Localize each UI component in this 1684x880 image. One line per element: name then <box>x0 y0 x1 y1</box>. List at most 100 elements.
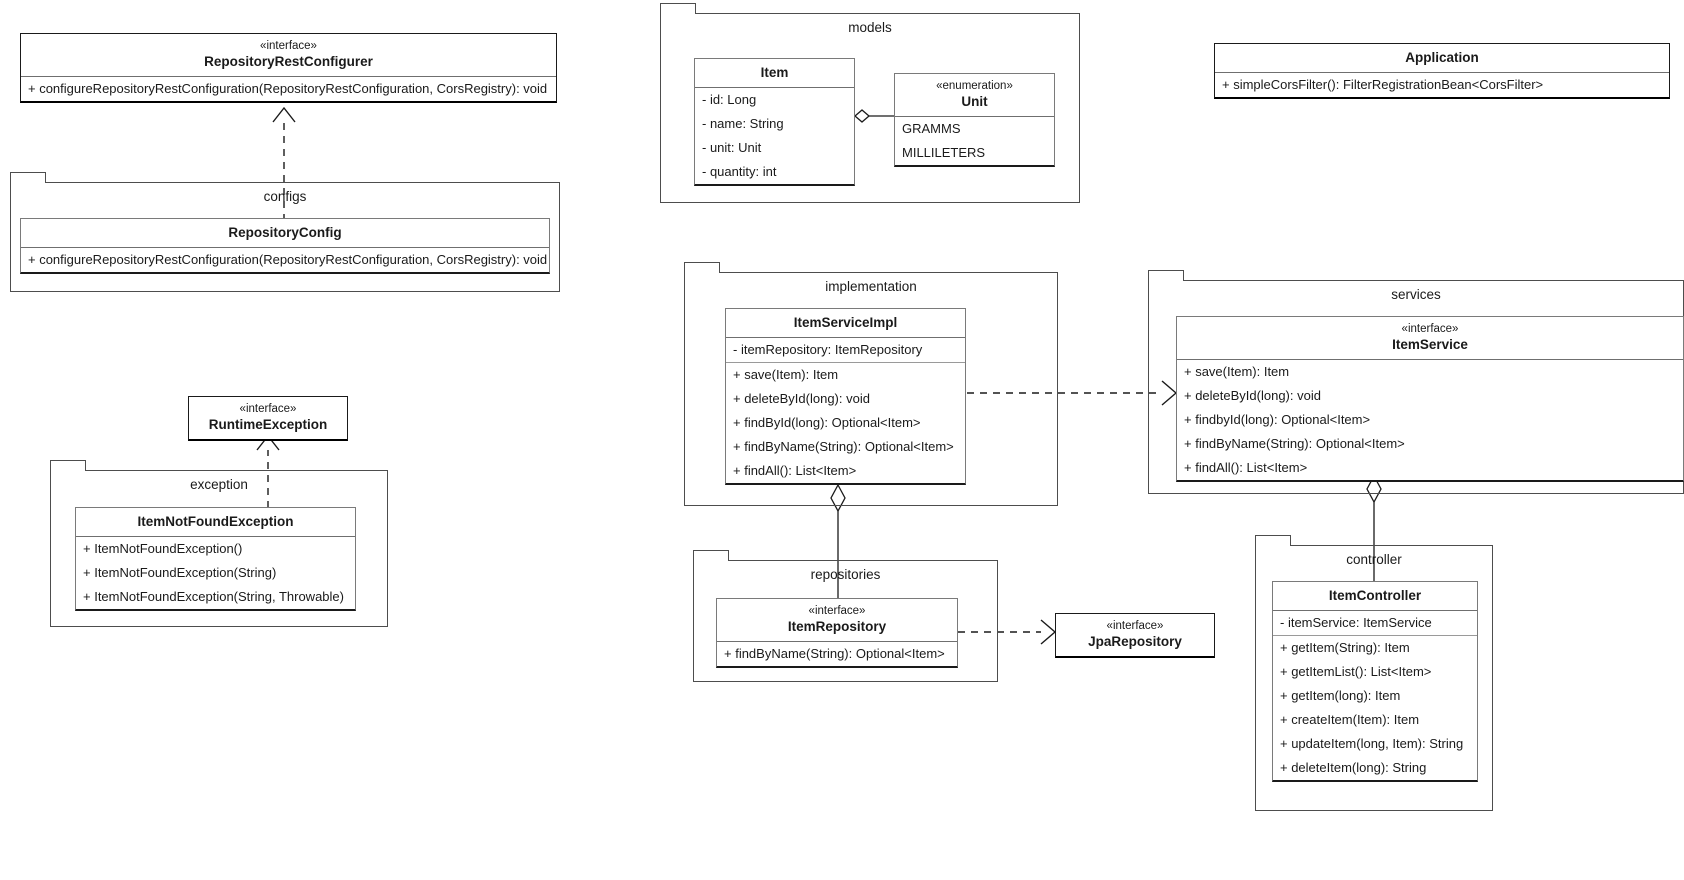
literals-compartment: GRAMMS MILLILETERS <box>895 117 1054 165</box>
class-item-repository[interactable]: «interface» ItemRepository + findByName(… <box>716 598 958 668</box>
operation-item: + findbyId(long): Optional<Item> <box>1184 412 1371 427</box>
operation-item: + findByName(String): Optional<Item> <box>1184 436 1405 451</box>
class-header: «interface» JpaRepository <box>1056 614 1214 656</box>
stereotype-label: «interface» <box>239 403 297 415</box>
class-application[interactable]: Application + simpleCorsFilter(): Filter… <box>1214 43 1670 99</box>
class-header: Application <box>1215 44 1669 73</box>
operations-compartment: + getItem(String): Item + getItemList():… <box>1273 636 1477 780</box>
package-implementation[interactable]: implementation <box>684 262 1058 506</box>
class-name: ItemRepository <box>787 619 887 634</box>
operation-item: + ItemNotFoundException() <box>83 541 243 556</box>
class-name: JpaRepository <box>1088 634 1182 649</box>
class-header: ItemServiceImpl <box>726 309 965 338</box>
operation-item: + configureRepositoryRestConfiguration(R… <box>28 252 548 267</box>
operation-item: + findByName(String): Optional<Item> <box>724 646 945 661</box>
operation-item: + ItemNotFoundException(String) <box>83 565 277 580</box>
operation-item: + deleteItem(long): String <box>1280 760 1427 775</box>
attribute-item: - name: String <box>702 116 784 131</box>
operation-item: + save(Item): Item <box>733 367 839 382</box>
class-repository-config[interactable]: RepositoryConfig + configureRepositoryRe… <box>20 218 550 274</box>
attribute-item: - unit: Unit <box>702 140 762 155</box>
class-header: Item <box>695 59 854 88</box>
class-name: Application <box>1405 50 1479 65</box>
enum-literal: MILLILETERS <box>902 145 986 160</box>
enum-literal: GRAMMS <box>902 121 961 136</box>
package-name: implementation <box>825 279 917 294</box>
class-item-service-impl[interactable]: ItemServiceImpl - itemRepository: ItemRe… <box>725 308 966 485</box>
operation-item: + findById(long): Optional<Item> <box>733 415 921 430</box>
class-header: ItemController <box>1273 582 1477 611</box>
class-repository-rest-configurer[interactable]: «interface» RepositoryRestConfigurer + c… <box>20 33 557 103</box>
attribute-item: - itemService: ItemService <box>1280 615 1432 630</box>
operation-item: + findAll(): List<Item> <box>1184 460 1308 475</box>
operation-item: + save(Item): Item <box>1184 364 1290 379</box>
class-header: «interface» ItemRepository <box>717 599 957 642</box>
attribute-item: - quantity: int <box>702 164 777 179</box>
package-name: controller <box>1346 552 1402 567</box>
operation-item: + findByName(String): Optional<Item> <box>733 439 954 454</box>
package-name: repositories <box>810 567 881 582</box>
package-models[interactable]: models <box>660 3 1080 203</box>
attributes-compartment: - id: Long - name: String - unit: Unit -… <box>695 88 854 184</box>
operation-item: + simpleCorsFilter(): FilterRegistration… <box>1222 77 1544 92</box>
class-item[interactable]: Item - id: Long - name: String - unit: U… <box>694 58 855 186</box>
package-repositories[interactable]: repositories <box>693 550 998 682</box>
operations-compartment: + save(Item): Item + deleteById(long): v… <box>726 363 965 483</box>
class-name: ItemController <box>1328 588 1422 603</box>
attribute-item: - id: Long <box>702 92 757 107</box>
stereotype-label: «interface» <box>808 605 866 617</box>
operation-item: + getItem(long): Item <box>1280 688 1401 703</box>
class-header: «interface» RepositoryRestConfigurer <box>21 34 556 77</box>
operation-item: + findAll(): List<Item> <box>733 463 857 478</box>
class-name: RepositoryConfig <box>228 225 342 240</box>
attributes-compartment: - itemRepository: ItemRepository <box>726 338 965 363</box>
enumeration-unit[interactable]: «enumeration» Unit GRAMMS MILLILETERS <box>894 73 1055 167</box>
package-tab <box>1255 535 1291 546</box>
operation-item: + deleteById(long): void <box>1184 388 1321 403</box>
operations-compartment: + simpleCorsFilter(): FilterRegistration… <box>1215 73 1669 97</box>
class-name: ItemNotFoundException <box>137 514 294 529</box>
class-runtime-exception[interactable]: «interface» RuntimeException <box>188 396 348 441</box>
package-name: exception <box>190 477 248 492</box>
attribute-item: - itemRepository: ItemRepository <box>733 342 923 357</box>
operation-item: + configureRepositoryRestConfiguration(R… <box>28 81 548 96</box>
class-jpa-repository[interactable]: «interface» JpaRepository <box>1055 613 1215 658</box>
operation-item: + createItem(Item): Item <box>1280 712 1420 727</box>
stereotype-label: «interface» <box>1401 323 1459 335</box>
package-tab <box>1148 270 1184 281</box>
class-item-not-found-exception[interactable]: ItemNotFoundException + ItemNotFoundExce… <box>75 507 356 611</box>
package-name: models <box>848 20 892 35</box>
stereotype-label: «enumeration» <box>936 80 1013 92</box>
class-item-service[interactable]: «interface» ItemService + save(Item): It… <box>1176 316 1684 482</box>
operation-item: + getItem(String): Item <box>1280 640 1410 655</box>
class-header: ItemNotFoundException <box>76 508 355 537</box>
package-tab <box>693 550 729 561</box>
package-tab <box>660 3 696 14</box>
class-name: Item <box>760 65 789 80</box>
package-tab <box>50 460 86 471</box>
operations-compartment: + findByName(String): Optional<Item> <box>717 642 957 666</box>
stereotype-label: «interface» <box>260 40 317 52</box>
operation-item: + getItemList(): List<Item> <box>1280 664 1432 679</box>
package-name: services <box>1391 287 1441 302</box>
operation-item: + deleteById(long): void <box>733 391 870 406</box>
package-tab <box>684 262 720 273</box>
operations-compartment: + ItemNotFoundException() + ItemNotFound… <box>76 537 355 609</box>
class-item-controller[interactable]: ItemController - itemService: ItemServic… <box>1272 581 1478 782</box>
class-header: «interface» RuntimeException <box>189 397 347 439</box>
class-name: Unit <box>961 94 988 109</box>
class-header: «enumeration» Unit <box>895 74 1054 117</box>
class-name: ItemService <box>1392 337 1468 352</box>
stereotype-label: «interface» <box>1106 620 1164 632</box>
operation-item: + updateItem(long, Item): String <box>1280 736 1464 751</box>
package-controller[interactable]: controller <box>1255 535 1493 811</box>
attributes-compartment: - itemService: ItemService <box>1273 611 1477 636</box>
operation-item: + ItemNotFoundException(String, Throwabl… <box>83 589 344 604</box>
package-services[interactable]: services <box>1148 270 1684 494</box>
operations-compartment: + save(Item): Item + deleteById(long): v… <box>1177 360 1683 480</box>
package-exception[interactable]: exception <box>50 460 388 627</box>
package-configs[interactable]: configs <box>10 172 560 292</box>
operations-compartment: + configureRepositoryRestConfiguration(R… <box>21 248 549 272</box>
class-header: RepositoryConfig <box>21 219 549 248</box>
